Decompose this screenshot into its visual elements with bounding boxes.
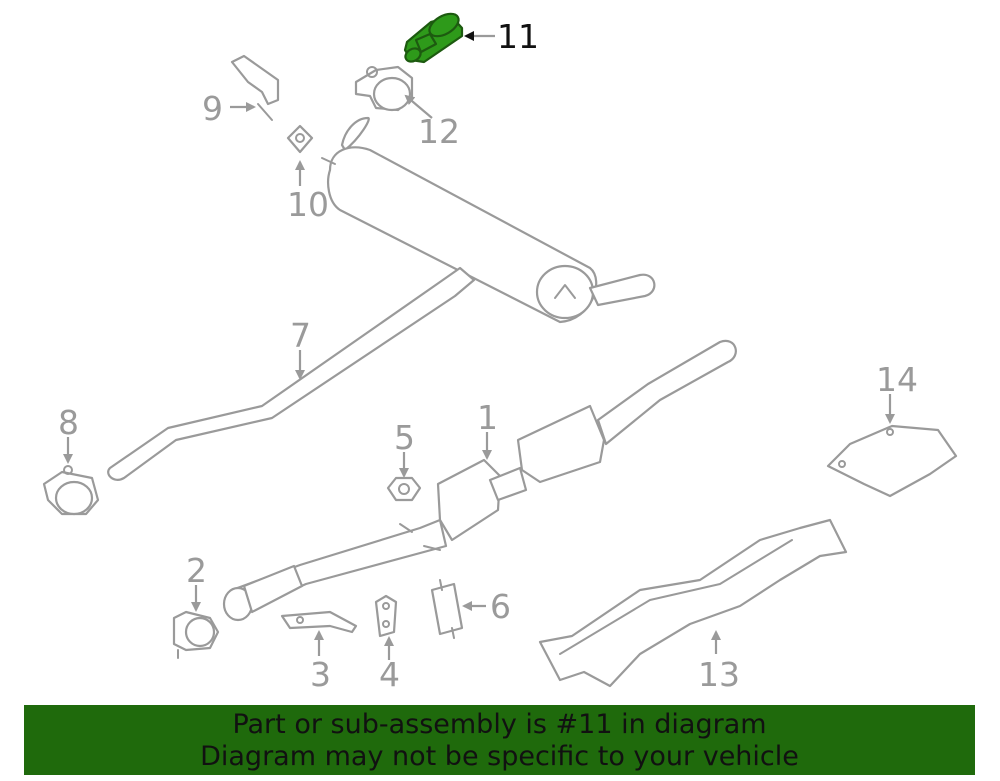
callout-4: 4	[379, 655, 400, 694]
callout-6: 6	[490, 587, 511, 626]
callout-5: 5	[394, 418, 415, 457]
exhaust-parts-diagram: 11 12 9 10 7 8	[42, 9, 958, 694]
callout-2: 2	[186, 551, 207, 590]
banner-line-1: Part or sub-assembly is #11 in diagram	[232, 709, 767, 740]
part-4-hanger[interactable]	[374, 594, 398, 638]
callout-12: 12	[418, 112, 460, 151]
callout-7: 7	[290, 316, 311, 355]
part-1-front-pipe[interactable]	[222, 339, 737, 622]
callout-11: 11	[497, 17, 539, 56]
callout-9: 9	[202, 89, 223, 128]
part-12-clamp[interactable]	[354, 65, 414, 112]
rear-muffler[interactable]	[321, 116, 656, 324]
part-14-heat-shield[interactable]	[826, 424, 958, 498]
info-banner: Part or sub-assembly is #11 in diagram D…	[24, 705, 975, 775]
callout-3: 3	[310, 655, 331, 694]
callout-1: 1	[477, 398, 498, 437]
banner-line-2: Diagram may not be specific to your vehi…	[200, 741, 799, 772]
part-3-bracket[interactable]	[280, 610, 358, 634]
callout-13: 13	[698, 655, 740, 694]
part-10-gasket[interactable]	[286, 124, 314, 154]
part-11-exhaust-tip[interactable]	[403, 9, 464, 64]
part-8-clamp[interactable]	[42, 465, 100, 516]
part-2-flange-gasket[interactable]	[172, 610, 220, 659]
callout-14: 14	[876, 360, 918, 399]
callout-10: 10	[287, 185, 329, 224]
part-5-nut[interactable]	[386, 476, 422, 502]
part-13-heat-shield[interactable]	[538, 518, 848, 688]
part-9-hanger-bracket[interactable]	[230, 54, 280, 121]
part-7-intermediate-pipe[interactable]	[107, 266, 476, 481]
callout-8: 8	[58, 403, 79, 442]
part-6-isolator[interactable]	[430, 579, 464, 639]
